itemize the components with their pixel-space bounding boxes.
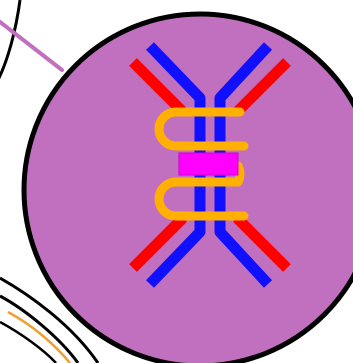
center-block [179, 153, 238, 175]
top-left-cell [0, 0, 20, 82]
main-cell [24, 14, 353, 363]
